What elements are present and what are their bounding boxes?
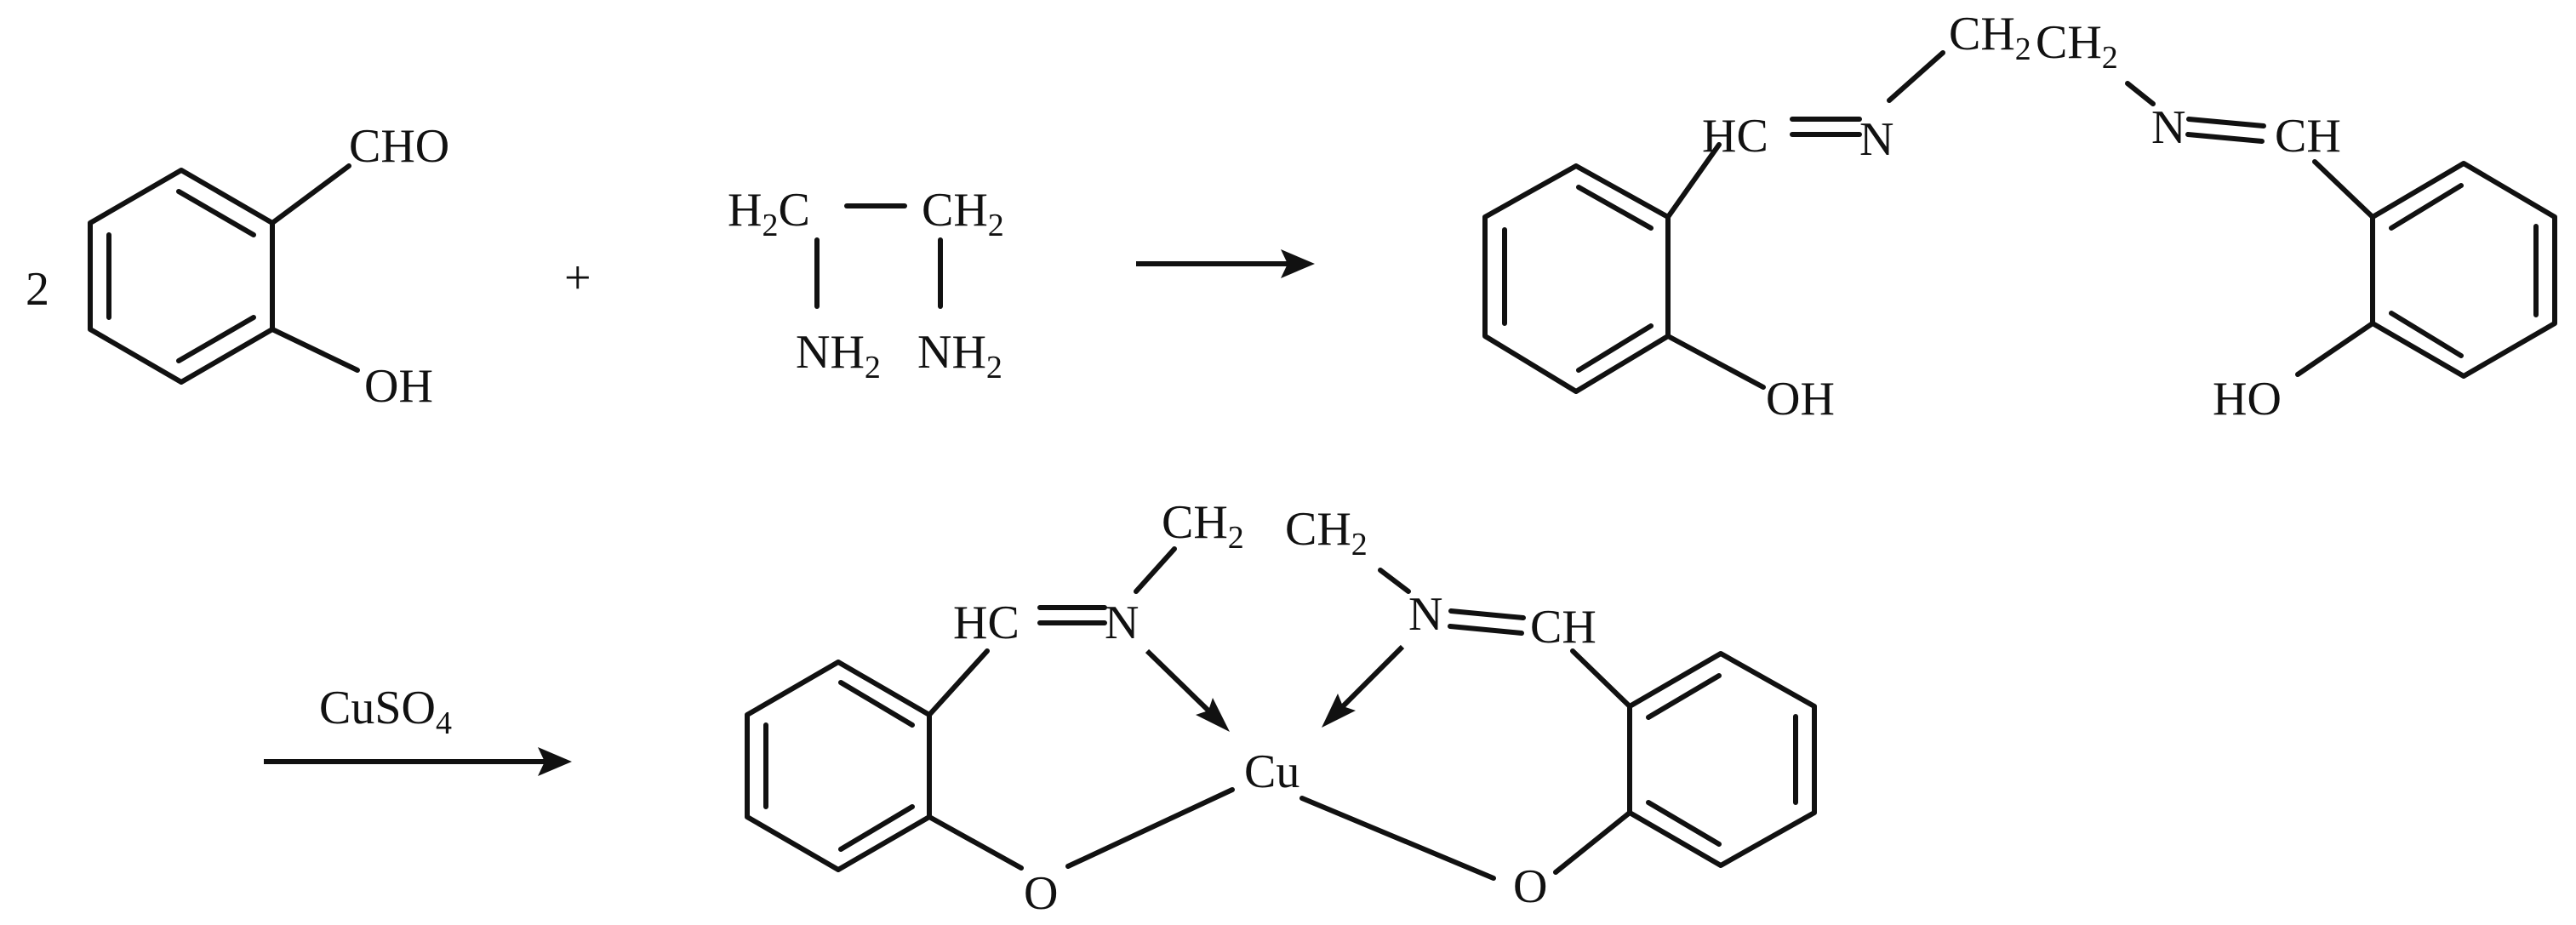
salicylaldehyde-ring [88,168,275,385]
complex-left-c-n-double-bond [1037,605,1107,625]
ho-label: HO [2213,373,2282,425]
cu-o-bond-right [1299,796,1496,881]
coordinate-bond-left [1145,648,1211,713]
left-ring-o-bond [927,814,1024,871]
o-label-right: O [1513,860,1547,913]
left-imine-ch-bond [1665,142,1722,220]
ethylenediamine: H2C CH2 NH2 NH2 [728,184,1004,385]
plus-sign: + [564,252,591,305]
left-ring [1482,163,1671,394]
left-n-ch2-bond [1887,50,1945,103]
complex-left-ring [745,659,932,872]
complex-right-ring [1627,651,1817,868]
coordinate-bond-right [1340,644,1405,709]
o-label-left: O [1024,867,1058,920]
oh-label: OH [364,360,433,413]
salicylaldehyde-ring-double-bonds [106,189,256,363]
cu-o-bond-left [1065,787,1235,869]
ch2-left-label: CH2 [1949,8,2031,67]
right-ring-double-bonds [2389,183,2539,358]
n-label-left: N [1859,113,1893,166]
right-ring [2370,161,2557,379]
oh-label-left: OH [1766,373,1835,425]
schiff-base-ligand: HC N CH2 OH CH2 N CH HO [1482,8,2557,425]
ch2-right-label: CH2 [2036,16,2118,76]
complex-right-c-n-double-bond [1448,608,1526,636]
complex-left-n-ch2-bond [1134,546,1177,594]
complex-right-ring-double-bonds [1646,673,1798,847]
hc-label: HC [1702,110,1768,163]
complex-right-imine-bond [1570,648,1632,709]
complex-left-imine-bond [927,648,990,717]
stoichiometric-coefficient: 2 [26,263,49,316]
complex-ch-label: CH [1530,601,1596,654]
cho-label: CHO [349,120,449,173]
ch2-label-right: CH2 [922,184,1004,243]
cu-label: Cu [1244,745,1299,798]
left-oh-bond [1665,334,1766,390]
ch-label: CH [2275,110,2341,163]
left-ring-double-bonds [1502,185,1654,373]
left-c-n-double-bond [1790,117,1862,137]
cuso4-label: CuSO4 [319,682,452,741]
right-ch2-n-bond [2125,81,2156,106]
h2c-label: H2C [728,184,810,243]
complex-right-ch2-n-bond [1378,568,1411,594]
hydroxyl-bond [270,327,360,373]
aldehyde-bond [270,163,351,226]
complex-n-label-left: N [1105,597,1139,649]
complex-ch2-right-label: CH2 [1285,503,1368,562]
n-label-right: N [2151,101,2185,154]
right-imine-ch-bond [2312,159,2375,220]
reaction-arrow-1 [1136,249,1315,278]
salicylaldehyde: 2 CHO OH [26,120,449,413]
right-ring-o-bond [1553,810,1632,875]
nh2-label-right: NH2 [917,326,1002,385]
nh2-label-left: NH2 [796,326,881,385]
complex-n-label-right: N [1408,588,1442,641]
right-c-n-double-bond [2185,117,2266,144]
complex-hc-label: HC [953,597,1020,649]
copper-complex: HC N CH2 CH2 N CH Cu O O [745,496,1817,920]
complex-left-ring-double-bonds [763,680,915,852]
complex-ch2-left-label: CH2 [1162,496,1244,556]
reaction-arrow-2: CuSO4 [264,682,572,776]
right-oh-bond [2295,321,2375,377]
